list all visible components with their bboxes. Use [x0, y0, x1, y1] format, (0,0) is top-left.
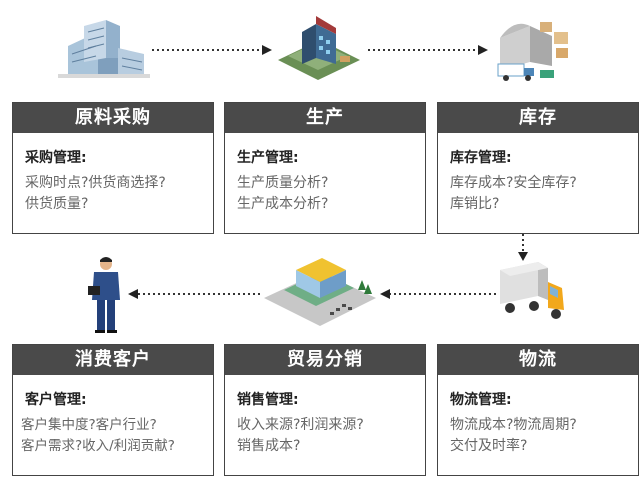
stage-box-customer: 消费客户 客户管理: 客户集中度?客户行业? 客户需求?收入/利润贡献? [12, 344, 214, 476]
stage-question: 生产成本分析? [237, 196, 329, 212]
warehouse-icon [497, 22, 568, 81]
arrow-distribution-to-customer [128, 289, 260, 299]
stage-title: 消费客户 [13, 345, 213, 375]
stage-subtitle: 库存管理: [450, 150, 512, 166]
stage-question: 库销比? [450, 196, 500, 212]
stage-title: 贸易分销 [225, 345, 425, 375]
stage-question: 销售成本? [237, 438, 301, 454]
stage-question: 客户需求?收入/利润贡献? [21, 438, 175, 454]
stage-question: 客户集中度?客户行业? [21, 417, 157, 433]
stage-box-production: 生产 生产管理: 生产质量分析? 生产成本分析? [224, 102, 426, 234]
delivery-truck-icon [500, 262, 564, 319]
office-building-icon [58, 20, 150, 78]
stage-subtitle: 采购管理: [25, 150, 87, 166]
stage-subtitle: 物流管理: [450, 392, 512, 408]
arrow-inventory-to-logistics [518, 234, 528, 261]
stage-title: 原料采购 [13, 103, 213, 133]
stage-box-purchase: 原料采购 采购管理: 采购时点?供货商选择? 供货质量? [12, 102, 214, 234]
stage-title: 生产 [225, 103, 425, 133]
arrow-production-to-inventory [368, 45, 488, 55]
factory-icon [278, 16, 360, 80]
stage-question: 供货质量? [25, 196, 89, 212]
customer-person-icon [88, 257, 120, 333]
arrow-purchase-to-production [152, 45, 272, 55]
distribution-center-icon [264, 258, 376, 326]
stage-box-inventory: 库存 库存管理: 库存成本?安全库存? 库销比? [437, 102, 639, 234]
stage-question: 交付及时率? [450, 438, 528, 454]
stage-question: 收入来源?利润来源? [237, 417, 364, 433]
stage-subtitle: 客户管理: [25, 392, 87, 408]
arrow-logistics-to-distribution [380, 289, 496, 299]
stage-box-distribution: 贸易分销 销售管理: 收入来源?利润来源? 销售成本? [224, 344, 426, 476]
stage-question: 生产质量分析? [237, 175, 329, 191]
stage-question: 物流成本?物流周期? [450, 417, 577, 433]
stage-subtitle: 销售管理: [237, 392, 299, 408]
stage-box-logistics: 物流 物流管理: 物流成本?物流周期? 交付及时率? [437, 344, 639, 476]
stage-subtitle: 生产管理: [237, 150, 299, 166]
stage-question: 采购时点?供货商选择? [25, 175, 166, 191]
stage-title: 物流 [438, 345, 638, 375]
stage-title: 库存 [438, 103, 638, 133]
stage-question: 库存成本?安全库存? [450, 175, 577, 191]
